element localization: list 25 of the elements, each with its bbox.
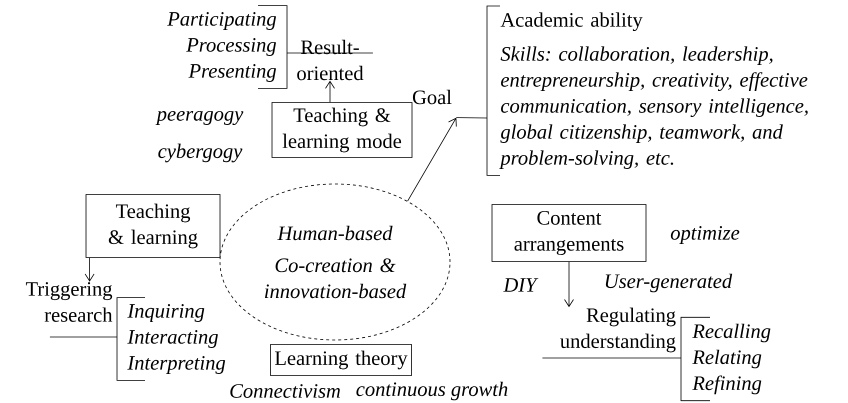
connector-line — [286, 52, 374, 54]
bracket-list: Participating Processing Presenting — [167, 5, 288, 89]
note-text: optimize — [670, 226, 740, 244]
process-box: Learning theory — [270, 344, 412, 376]
node-text: Goal — [412, 90, 452, 104]
connector-line — [50, 336, 118, 338]
process-box: Content arrangements — [492, 204, 646, 262]
node-text: Triggering research — [26, 282, 112, 322]
arrow — [325, 80, 335, 102]
arrow — [564, 262, 574, 308]
arrow — [84, 258, 94, 282]
node-text: Regulating understanding — [560, 308, 676, 352]
arrow — [407, 118, 457, 202]
process-box: Teaching & learning — [86, 194, 220, 258]
note-text: User-generated — [606, 274, 732, 292]
note-text: continuous growth — [356, 382, 508, 400]
process-box: Teaching & learning mode — [272, 102, 412, 158]
bracket-list: Academic ability Skills: collaboration, leadership, entrepreneurship, creativity, effective communication, sensory intelligence, global citizenship, teamwork, and problem-solving, etc. — [486, 6, 808, 176]
node-text: Result-oriented — [297, 40, 364, 80]
note-text: Connectivism — [230, 384, 340, 398]
connector-line — [456, 117, 488, 118]
bracket-list: Recalling Relating Refining — [680, 316, 770, 402]
note-text: DIY — [503, 278, 538, 292]
note-text: cybergogy — [158, 144, 242, 162]
note-text: peeragogy — [156, 110, 244, 126]
